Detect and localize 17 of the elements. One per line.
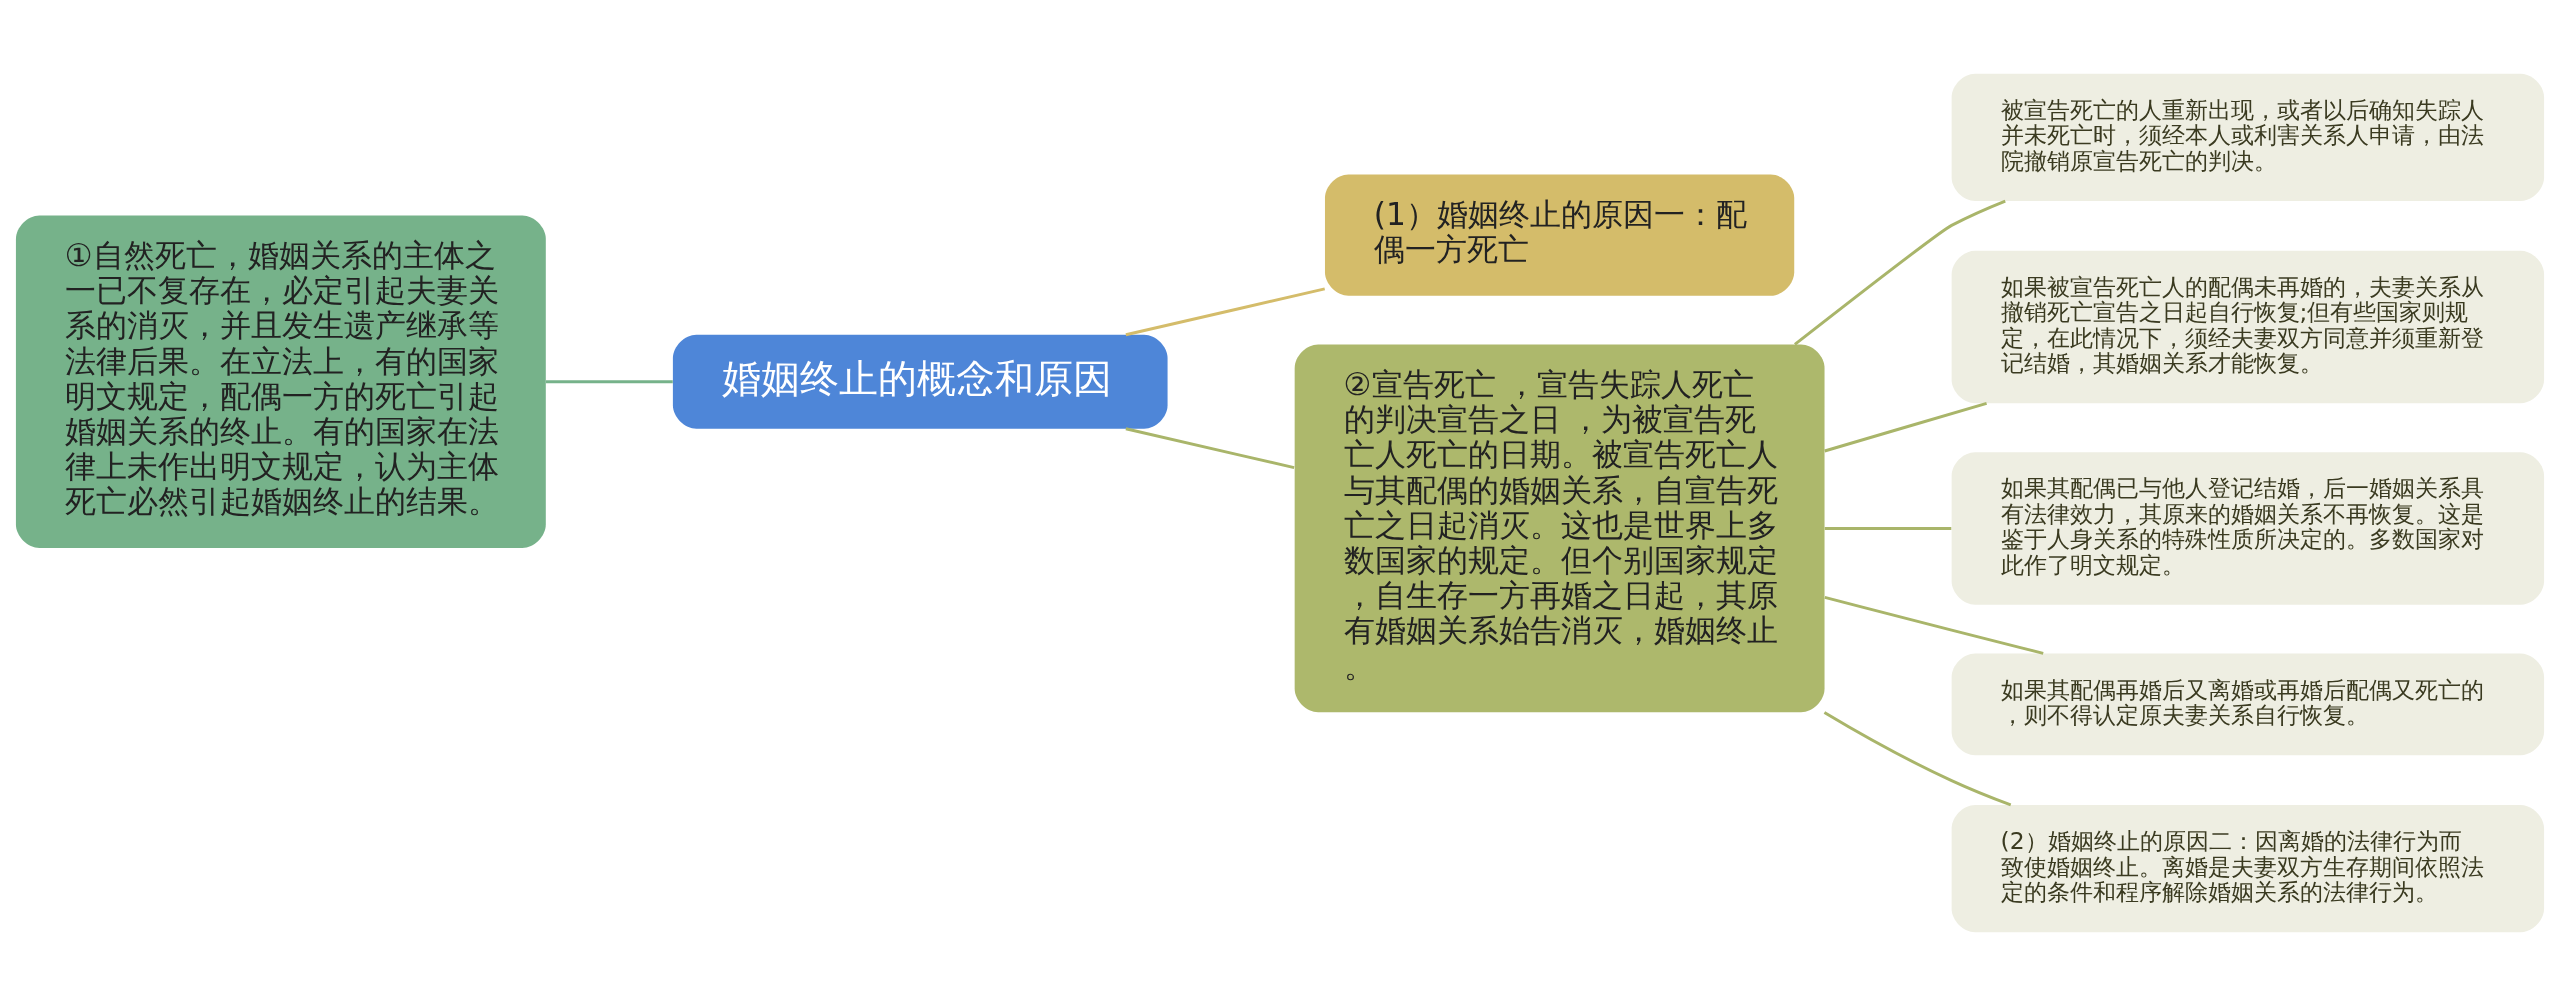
node-box: 如果其配偶已与他人登记结婚，后一婚姻关系具有法律效力，其原来的婚姻关系不再恢复。这是鉴于人身关系的特殊性质所决定的。多数国家对此作了明文规定。 bbox=[1951, 451, 2545, 605]
node-box: 婚姻终止的概念和原因 bbox=[672, 334, 1168, 429]
node-box: ①自然死亡，婚姻关系的主体之一已不复存在，必定引起夫妻关系的消灭，并且发生遗产继承等法律后果。在立法上，有的国家明文规定，配偶一方的死亡引起婚姻关系的终止。有的国家在法律上未作出明文规定，认为主体死亡必然引起婚姻终止的结果。 bbox=[15, 215, 546, 548]
node-box: (1）婚姻终止的原因一：配偶一方死亡 bbox=[1324, 174, 1795, 296]
node-box: 如果其配偶再婚后又离婚或再婚后配偶又死亡的，则不得认定原夫妻关系自行恢复。 bbox=[1951, 653, 2545, 755]
connector bbox=[545, 379, 673, 383]
connector bbox=[1125, 426, 1295, 469]
connector bbox=[1793, 199, 2006, 346]
connector bbox=[1824, 595, 2044, 655]
node-box: (2）婚姻终止的原因二：因离婚的法律行为而致使婚姻终止。离婚是夫妻双方生存期间依照法定的条件和程序解除婚姻关系的法律行为。 bbox=[1951, 804, 2545, 932]
node-box: ②宣告死亡 ，宣告失踪人死亡的判决宣告之日 ，为被宣告死亡人死亡的日期。被宣告死亡人与其配偶的婚姻关系，自宣告死亡之日起消灭。这也是世界上多数国家的规定。但个别国家规定，自生存一方再婚之日起，其原有婚姻关系始告消灭，婚姻终止。 bbox=[1294, 344, 1825, 712]
node-box: 如果被宣告死亡人的配偶未再婚的，夫妻关系从撤销死亡宣告之日起自行恢复;但有些国家则规定，在此情况下，须经夫妻双方同意并须重新登记结婚，其婚姻关系才能恢复。 bbox=[1951, 250, 2545, 403]
connector bbox=[1824, 401, 1987, 452]
node-box: 被宣告死亡的人重新出现，或者以后确知失踪人并未死亡时，须经本人或利害关系人申请，由法院撤销原宣告死亡的判决。 bbox=[1951, 73, 2545, 201]
connector bbox=[1823, 710, 2012, 806]
connector bbox=[1125, 286, 1326, 336]
connector bbox=[1824, 526, 1952, 530]
